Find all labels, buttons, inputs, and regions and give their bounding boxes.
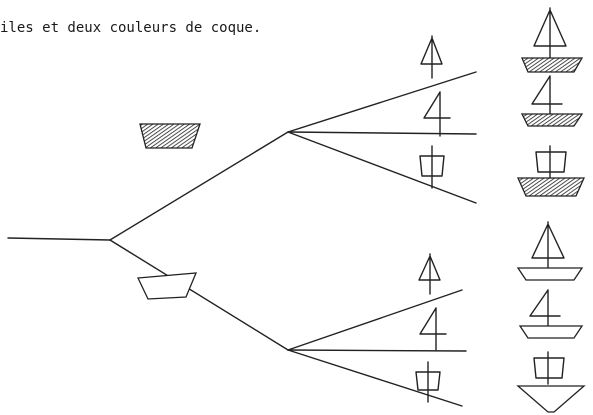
branch-hatched-hull [110, 132, 288, 240]
boat-white-four-sail-icon [520, 290, 582, 338]
four-shaped-sail-icon [420, 308, 446, 350]
boat-white-square-sail-icon [518, 352, 584, 412]
tree-branches [8, 72, 476, 406]
boat-white-triangle-sail-icon [518, 222, 582, 280]
branch-upper-triangle-sail [288, 72, 476, 132]
square-sail-icon [416, 362, 440, 402]
root-branch [8, 238, 110, 240]
boat-hatched-square-sail-icon [518, 146, 584, 196]
triangle-sail-icon [419, 254, 440, 294]
branch-upper-square-sail [288, 132, 476, 203]
white-hull-icon [138, 273, 196, 299]
square-sail-icon [420, 146, 444, 188]
boat-hatched-four-sail-icon [522, 76, 582, 126]
branch-lower-four-sail [288, 350, 466, 351]
triangle-sail-icon [421, 36, 442, 78]
hatched-hull-icon [140, 124, 200, 148]
branch-white-hull [110, 240, 288, 350]
branch-lower-square-sail [288, 350, 462, 406]
branch-upper-four-sail [288, 132, 476, 134]
four-shaped-sail-icon [424, 92, 450, 136]
boat-hatched-triangle-sail-icon [522, 8, 582, 72]
